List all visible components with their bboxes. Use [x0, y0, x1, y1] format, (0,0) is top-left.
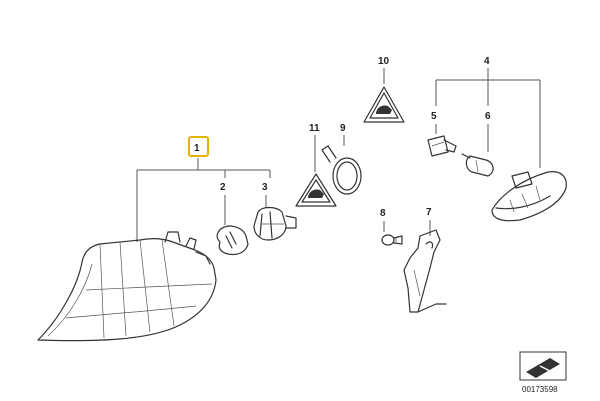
callout-10[interactable]: 10 — [378, 56, 390, 67]
clamp-ring[interactable] — [321, 145, 362, 195]
diagram-nav-icon[interactable] — [519, 351, 567, 381]
callout-2[interactable]: 2 — [220, 182, 226, 193]
warning-triangle-hand-icon — [308, 189, 324, 198]
diagram-reference-number: 00173598 — [522, 385, 558, 394]
callout-8[interactable]: 8 — [380, 208, 386, 219]
wedge-bulb[interactable] — [461, 153, 494, 177]
screw[interactable] — [381, 234, 403, 246]
warning-triangle-hand-icon — [376, 105, 392, 114]
callout-6[interactable]: 6 — [485, 111, 491, 122]
side-marker-light[interactable] — [491, 171, 567, 222]
callout-11[interactable]: 11 — [309, 123, 320, 134]
callout-9[interactable]: 9 — [340, 123, 346, 134]
warning-label-10[interactable] — [363, 86, 405, 123]
callout-1-highlight[interactable] — [188, 136, 209, 157]
callout-4[interactable]: 4 — [484, 56, 490, 67]
bulb[interactable] — [216, 225, 249, 256]
callout-3[interactable]: 3 — [262, 182, 268, 193]
warning-label-11[interactable] — [295, 173, 337, 207]
bulb-holder[interactable] — [427, 135, 457, 157]
bulb-socket[interactable] — [253, 206, 297, 241]
callout-1[interactable]: 1 — [194, 143, 200, 154]
mounting-bracket[interactable] — [403, 229, 447, 313]
callout-7[interactable]: 7 — [426, 207, 432, 218]
callout-5[interactable]: 5 — [431, 111, 437, 122]
leader-lines — [136, 68, 541, 242]
turn-signal-housing[interactable] — [37, 231, 217, 342]
